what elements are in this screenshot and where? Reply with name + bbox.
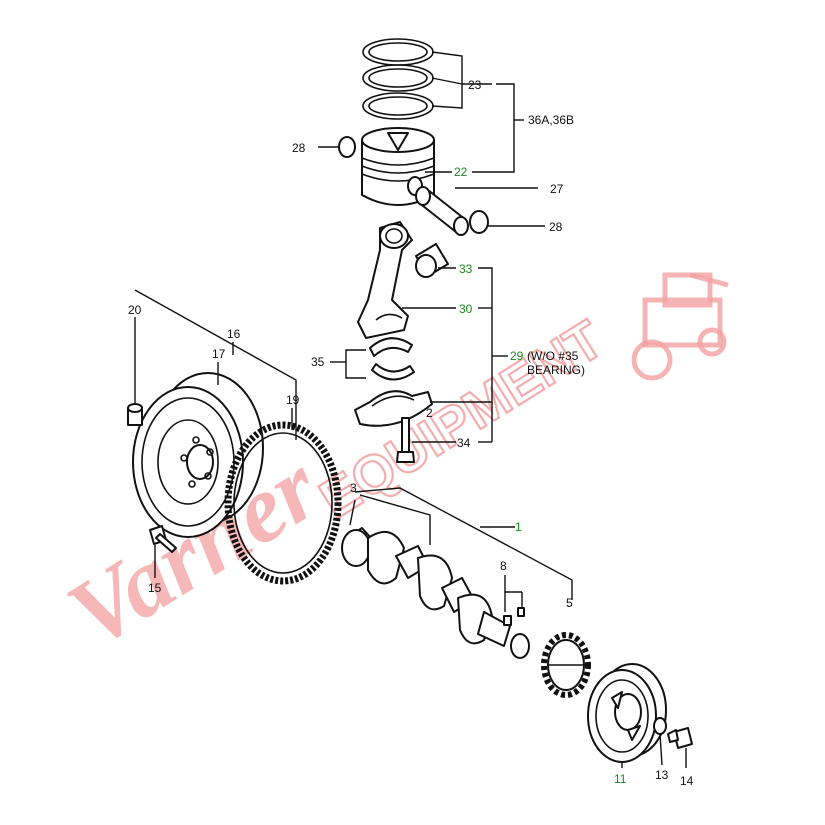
rod-cap (354, 390, 433, 427)
callout-27: 27 (550, 182, 564, 196)
tractor-icon (631, 272, 729, 381)
dowel-pin (127, 403, 143, 426)
callout-19: 19 (286, 393, 300, 407)
pulley-washer (653, 717, 667, 735)
crankshaft-gear (541, 632, 591, 698)
callout-14: 14 (680, 774, 694, 788)
callout-23: 23 (468, 78, 482, 92)
pulley-bolt (667, 727, 693, 749)
piston-pin (415, 186, 469, 236)
callout-20: 20 (128, 303, 142, 317)
rod-bearing-shells (369, 337, 415, 381)
callout-3: 3 (350, 481, 357, 495)
callout-29: 29 (510, 349, 524, 363)
callout-5: 5 (566, 596, 573, 610)
callout-2: 2 (426, 406, 433, 420)
callout-17: 17 (212, 347, 226, 361)
piston-ring-set (362, 38, 434, 120)
flywheel-bolt (149, 525, 177, 553)
callout-28-right: 28 (549, 220, 563, 234)
callout-29-note-line2: BEARING) (527, 363, 585, 377)
callout-30: 30 (459, 302, 473, 316)
callout-11: 11 (614, 772, 627, 786)
callout-8: 8 (500, 559, 507, 573)
callout-33: 33 (459, 262, 473, 276)
crankshaft-pulley (587, 663, 667, 763)
piston (361, 127, 435, 206)
callout-28-left: 28 (292, 141, 306, 155)
snap-ring-right (469, 210, 489, 234)
flywheel (132, 372, 264, 538)
small-end-bushing (415, 243, 449, 278)
callout-22: 22 (454, 165, 468, 179)
leader-lines (134, 51, 687, 768)
crankshaft (341, 527, 530, 659)
connecting-rod (357, 221, 413, 339)
callout-36a-36b: 36A,36B (528, 113, 574, 127)
callout-29-note: (W/O #35 (527, 349, 579, 363)
rod-bolt (396, 417, 415, 463)
ring-gear (224, 421, 342, 585)
callout-34: 34 (457, 436, 471, 450)
callout-15: 15 (148, 581, 162, 595)
callout-13: 13 (655, 768, 669, 782)
watermark-block-text: EQUIPMENT (310, 309, 614, 530)
callout-labels: 23 36A,36B 28 22 27 28 33 30 35 29 (W/O … (128, 78, 694, 788)
snap-ring-left (338, 136, 356, 158)
callout-35: 35 (311, 355, 325, 369)
callout-16: 16 (227, 327, 241, 341)
callout-1: 1 (515, 520, 522, 534)
